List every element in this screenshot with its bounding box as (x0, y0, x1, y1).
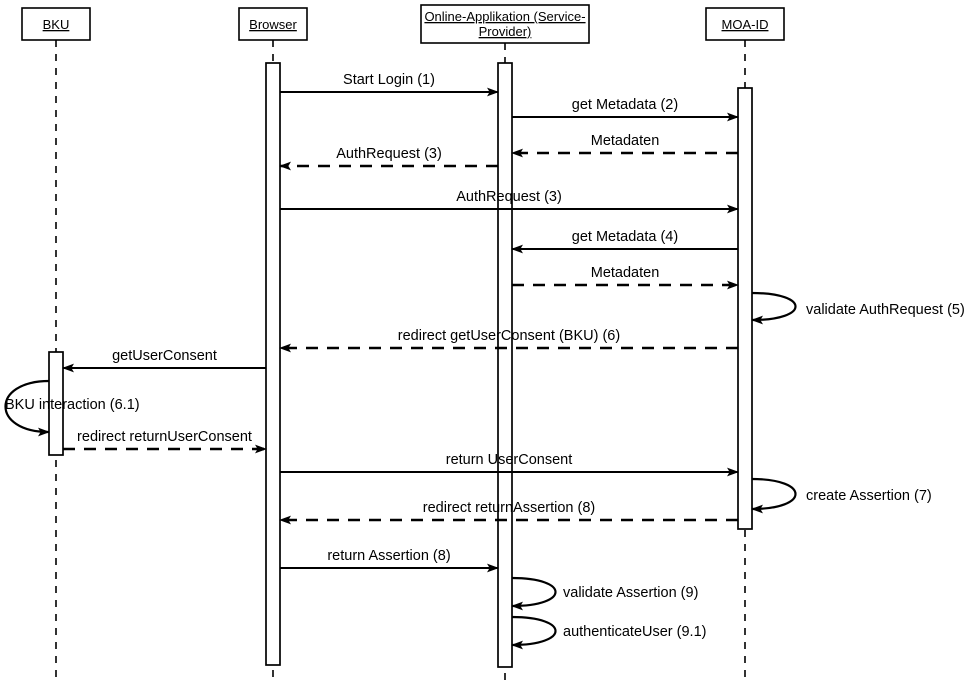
message-6b[interactable]: redirect returnUserConsent (63, 429, 267, 454)
lifeline-head-box-browser (238, 7, 308, 41)
self-message-label-7: create Assertion (7) (806, 488, 932, 504)
message-label-8b: return Assertion (8) (327, 548, 450, 564)
lifeline-sp[interactable]: Online-Applikation (Service-Provider) (420, 4, 590, 681)
message-label-8: redirect returnAssertion (8) (423, 500, 595, 516)
self-message-arrow-5 (751, 291, 797, 325)
message-label-3: AuthRequest (3) (336, 146, 442, 162)
lifeline-head-box-sp (420, 4, 590, 44)
message-8b[interactable]: return Assertion (8) (280, 548, 499, 573)
self-message-arrow-6.1 (4, 379, 50, 437)
message-3b[interactable]: AuthRequest (3) (280, 189, 739, 214)
message-4[interactable]: get Metadata (4) (511, 229, 738, 254)
message-label-3b: AuthRequest (3) (456, 189, 562, 205)
message-label-2: get Metadata (2) (572, 97, 678, 113)
activation-bar-bku[interactable] (48, 351, 64, 456)
self-message-7[interactable]: create Assertion (7) (751, 477, 932, 514)
message-4r[interactable]: Metadaten (512, 265, 739, 290)
activation-bar-browser[interactable] (265, 62, 281, 666)
message-6a[interactable]: getUserConsent (62, 348, 266, 373)
lifeline-label-moaid: MOA-ID (722, 17, 769, 32)
message-label-1: Start Login (1) (343, 72, 435, 88)
message-label-2r: Metadaten (591, 133, 660, 149)
lifeline-head-box-bku (21, 7, 91, 41)
message-label-6: redirect getUserConsent (BKU) (6) (398, 328, 620, 344)
self-message-9[interactable]: validate Assertion (9) (511, 576, 698, 611)
message-label-6c: return UserConsent (446, 452, 573, 468)
activation-bar-moaid[interactable] (737, 87, 753, 530)
lifeline-bku[interactable]: BKU (21, 7, 91, 681)
self-messages-layer: validate AuthRequest (5) BKU interaction … (4, 291, 965, 650)
self-message-arrow-9 (511, 576, 557, 611)
self-message-6.1[interactable]: BKU interaction (6.1) (4, 379, 140, 437)
self-message-label-5: validate AuthRequest (5) (806, 302, 965, 318)
lifeline-moaid[interactable]: MOA-ID (705, 7, 785, 681)
lifeline-label-bku: BKU (43, 17, 70, 32)
message-6c[interactable]: return UserConsent (280, 452, 739, 477)
message-1[interactable]: Start Login (1) (280, 72, 499, 97)
message-label-6b: redirect returnUserConsent (77, 429, 252, 445)
message-label-6a: getUserConsent (112, 348, 217, 364)
messages-layer: Start Login (1) get Metadata (2) Metadaten… (62, 72, 739, 573)
message-3[interactable]: AuthRequest (3) (279, 146, 498, 171)
self-message-5[interactable]: validate AuthRequest (5) (751, 291, 965, 325)
activations-layer (48, 62, 753, 668)
message-6[interactable]: redirect getUserConsent (BKU) (6) (279, 328, 738, 353)
message-label-4r: Metadaten (591, 265, 660, 281)
message-2[interactable]: get Metadata (2) (512, 97, 739, 122)
self-message-arrow-9.1 (511, 615, 557, 650)
message-2r[interactable]: Metadaten (511, 133, 738, 158)
self-message-label-9: validate Assertion (9) (563, 585, 698, 601)
self-message-arrow-7 (751, 477, 797, 514)
self-message-label-6.1: BKU interaction (6.1) (5, 397, 140, 413)
message-label-4: get Metadata (4) (572, 229, 678, 245)
message-8[interactable]: redirect returnAssertion (8) (279, 500, 738, 525)
activation-bar-sp[interactable] (497, 62, 513, 668)
lifeline-label-browser: Browser (249, 17, 297, 32)
self-message-label-9.1: authenticateUser (9.1) (563, 624, 706, 640)
self-message-9.1[interactable]: authenticateUser (9.1) (511, 615, 706, 650)
lifeline-label-sp: Online-Applikation (Service-Provider) (424, 9, 585, 39)
